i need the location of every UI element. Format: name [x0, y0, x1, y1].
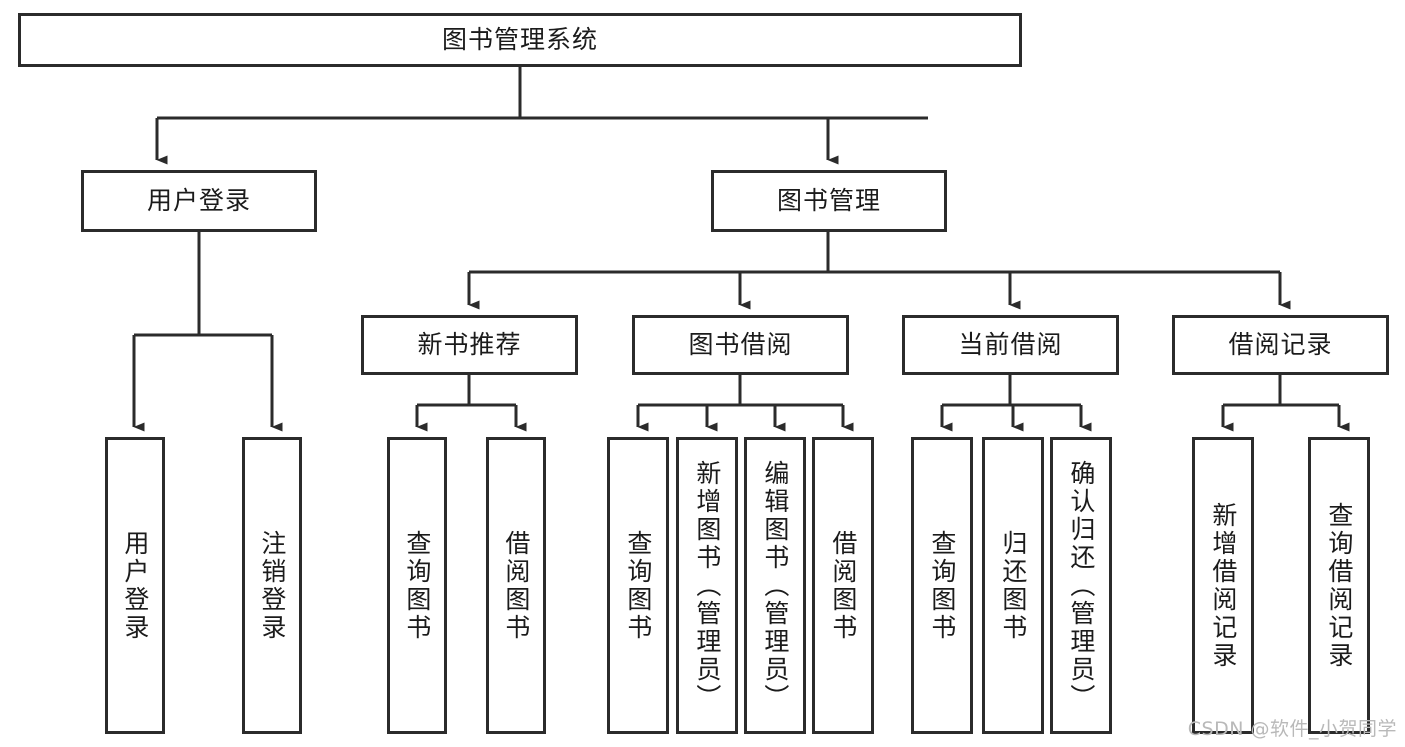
node-root-system[interactable]: 图书管理系统 [18, 13, 1022, 67]
node-leaf-edit-book[interactable]: 编辑图书（管理员） [744, 437, 806, 734]
node-leaf-confirm-return[interactable]: 确认归还（管理员） [1050, 437, 1112, 734]
node-label: 借阅图书 [501, 529, 531, 642]
node-label: 查询图书 [927, 529, 957, 642]
node-leaf-user-logout[interactable]: 注销登录 [242, 437, 302, 734]
node-label: 新增借阅记录 [1208, 501, 1238, 670]
node-label: 归还图书 [998, 529, 1028, 642]
node-label: 查询借阅记录 [1324, 501, 1354, 670]
node-label: 注销登录 [257, 529, 287, 642]
node-leaf-query-book-3[interactable]: 查询图书 [911, 437, 973, 734]
node-label: 借阅图书 [828, 529, 858, 642]
node-label: 编辑图书（管理员） [760, 459, 790, 712]
node-user-login[interactable]: 用户登录 [81, 170, 317, 232]
node-leaf-add-record[interactable]: 新增借阅记录 [1192, 437, 1254, 734]
node-leaf-borrow-book-1[interactable]: 借阅图书 [486, 437, 546, 734]
node-label: 图书管理系统 [441, 25, 598, 55]
node-leaf-add-book[interactable]: 新增图书（管理员） [676, 437, 738, 734]
node-book-borrow[interactable]: 图书借阅 [632, 315, 849, 375]
node-new-book-rec[interactable]: 新书推荐 [361, 315, 578, 375]
node-label: 用户登录 [146, 186, 251, 216]
watermark-text: CSDN @软件_小贺同学 [1187, 718, 1397, 740]
node-book-manage[interactable]: 图书管理 [711, 170, 947, 232]
node-label: 图书借阅 [688, 330, 793, 360]
node-borrow-record[interactable]: 借阅记录 [1172, 315, 1389, 375]
node-label: 新增图书（管理员） [692, 459, 722, 712]
node-label: 当前借阅 [958, 330, 1063, 360]
node-label: 确认归还（管理员） [1066, 459, 1096, 712]
node-label: 图书管理 [776, 186, 881, 216]
node-leaf-query-record[interactable]: 查询借阅记录 [1308, 437, 1370, 734]
node-label: 查询图书 [402, 529, 432, 642]
node-current-borrow[interactable]: 当前借阅 [902, 315, 1119, 375]
node-leaf-borrow-book-2[interactable]: 借阅图书 [812, 437, 874, 734]
node-label: 新书推荐 [417, 330, 522, 360]
node-label: 用户登录 [120, 529, 150, 642]
node-leaf-user-login[interactable]: 用户登录 [105, 437, 165, 734]
node-label: 查询图书 [623, 529, 653, 642]
node-label: 借阅记录 [1228, 330, 1333, 360]
node-leaf-query-book-2[interactable]: 查询图书 [607, 437, 669, 734]
node-leaf-return-book[interactable]: 归还图书 [982, 437, 1044, 734]
node-leaf-query-book-1[interactable]: 查询图书 [387, 437, 447, 734]
